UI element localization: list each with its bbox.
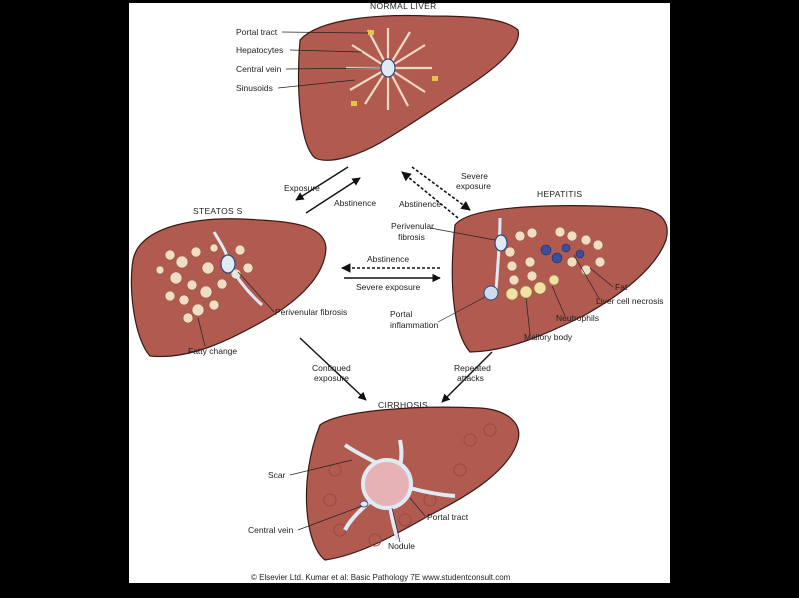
- label-repeated-1: Repeated: [454, 363, 491, 373]
- label-portal-tract: Portal tract: [236, 27, 278, 37]
- hepatitis-portal-tract: [484, 286, 498, 300]
- label-severe-exposure-3: Severe exposure: [356, 282, 421, 292]
- label-central-vein: Central vein: [236, 64, 282, 74]
- label-portal-1: Portal: [390, 309, 412, 319]
- title-hepatitis: HEPATITIS: [537, 189, 582, 199]
- steatosis-liver: STEATOS S Perivenular fibrosis Fatty cha…: [131, 206, 347, 357]
- label-continued-1: Continued: [312, 363, 351, 373]
- label-repeated-2: attacks: [457, 373, 484, 383]
- label-perivenular-2: fibrosis: [398, 232, 425, 242]
- label-abstinence-3: Abstinence: [367, 254, 409, 264]
- label-mallory-body: Mallory body: [524, 332, 573, 342]
- label-portal-2: inflammation: [390, 320, 438, 330]
- label-sinusoids: Sinusoids: [236, 83, 273, 93]
- label-severe-2: exposure: [456, 181, 491, 191]
- label-continued-2: exposure: [314, 373, 349, 383]
- label-scar: Scar: [268, 470, 286, 480]
- label-abstinence-2: Abstinence: [399, 199, 441, 209]
- hepatitis-central-vein: [495, 235, 507, 251]
- title-normal-liver: NORMAL LIVER: [370, 1, 437, 11]
- cirrhosis-liver: CIRRHOSIS Scar Central vein Portal tract…: [248, 400, 519, 560]
- portal-tract-marker: [432, 76, 438, 81]
- title-steatosis: STEATOS S: [193, 206, 243, 216]
- title-cirrhosis: CIRRHOSIS: [378, 400, 428, 410]
- label-nodule: Nodule: [388, 541, 415, 551]
- hepatitis-liver: HEPATITIS Perivenular fibrosis Fat Liver…: [390, 189, 667, 352]
- label-perivenular-fibrosis: Perivenular fibrosis: [275, 307, 347, 317]
- label-portal-tract-cirrhosis: Portal tract: [427, 512, 469, 522]
- label-exposure: Exposure: [284, 183, 320, 193]
- label-neutrophils: Neutrophils: [556, 313, 599, 323]
- steatosis-central-vein: [221, 255, 235, 273]
- copyright-notice: © Elsevier Ltd. Kumar et al: Basic Patho…: [251, 573, 511, 582]
- label-fat: Fat: [615, 282, 628, 292]
- label-abstinence-1: Abstinence: [334, 198, 376, 208]
- label-liver-cell-necrosis: Liver cell necrosis: [596, 296, 664, 306]
- label-severe-1: Severe: [461, 171, 488, 181]
- normal-central-vein: [381, 59, 395, 77]
- label-hepatocytes: Hepatocytes: [236, 45, 283, 55]
- label-fatty-change: Fatty change: [188, 346, 237, 356]
- cirrhosis-nodule: [363, 460, 411, 508]
- portal-tract-marker: [368, 30, 374, 35]
- steatosis-liver-shape: [131, 219, 326, 357]
- label-central-vein-cirrhosis: Central vein: [248, 525, 294, 535]
- portal-tract-marker: [351, 101, 357, 106]
- label-perivenular-1: Perivenular: [391, 221, 434, 231]
- normal-liver: NORMAL LIVER Portal tract Hepatocytes Ce…: [236, 1, 518, 160]
- normal-liver-shape: [299, 16, 519, 161]
